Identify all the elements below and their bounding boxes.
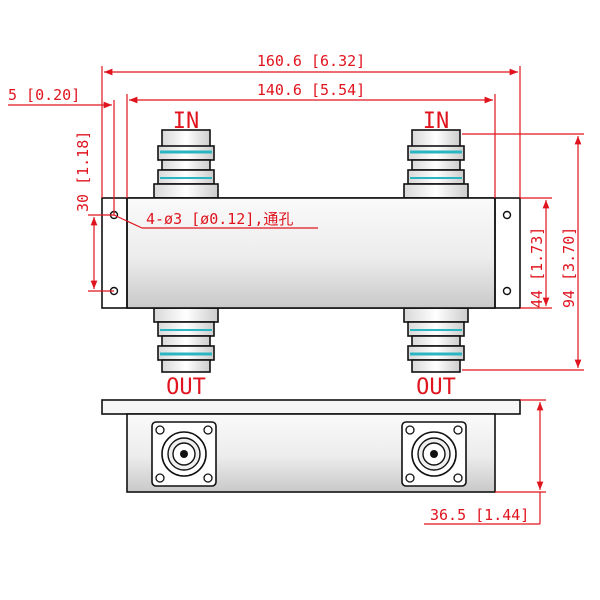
dimension-hole-spacing-width: 140.6 [5.54]: [126, 81, 496, 198]
dimension-label-edge-offset: 5 [0.20]: [8, 86, 80, 104]
dimension-label-depth: 36.5 [1.44]: [430, 506, 529, 524]
dimension-label-overall-height: 94 [3.70]: [560, 227, 578, 308]
port-label-in-right: IN: [423, 109, 450, 134]
mounting-holes-callout: 4-ø3 [ø0.12],通孔: [113, 210, 318, 229]
dimension-body-height: 44 [1.73]: [520, 197, 552, 309]
dimension-label-overall-width: 160.6 [6.32]: [257, 52, 365, 70]
port-label-out-left: OUT: [166, 375, 206, 400]
splitter-body-top-view: [101, 197, 521, 309]
dimension-depth: 36.5 [1.44]: [424, 399, 546, 525]
panel-connector-left: [151, 421, 217, 487]
dimension-edge-offset: 5 [0.20]: [8, 86, 115, 215]
connector-out-right: [403, 307, 469, 373]
dimension-overall-width: 160.6 [6.32]: [101, 52, 521, 198]
panel-connector-right: [401, 421, 467, 487]
connector-out-left: [153, 307, 219, 373]
connector-in-left: [153, 129, 219, 199]
connector-in-right: [403, 129, 469, 199]
port-label-in-left: IN: [173, 109, 200, 134]
dimension-label-hole-spacing-height: 30 [1.18]: [74, 131, 92, 212]
dimension-label-body-height: 44 [1.73]: [528, 227, 546, 308]
dimension-hole-spacing-height: 30 [1.18]: [74, 131, 114, 292]
dimension-label-hole-spacing-width: 140.6 [5.54]: [257, 81, 365, 99]
port-label-out-right: OUT: [416, 375, 456, 400]
dimension-overall-height: 94 [3.70]: [462, 133, 584, 371]
mounting-holes-note: 4-ø3 [ø0.12],通孔: [146, 210, 293, 228]
